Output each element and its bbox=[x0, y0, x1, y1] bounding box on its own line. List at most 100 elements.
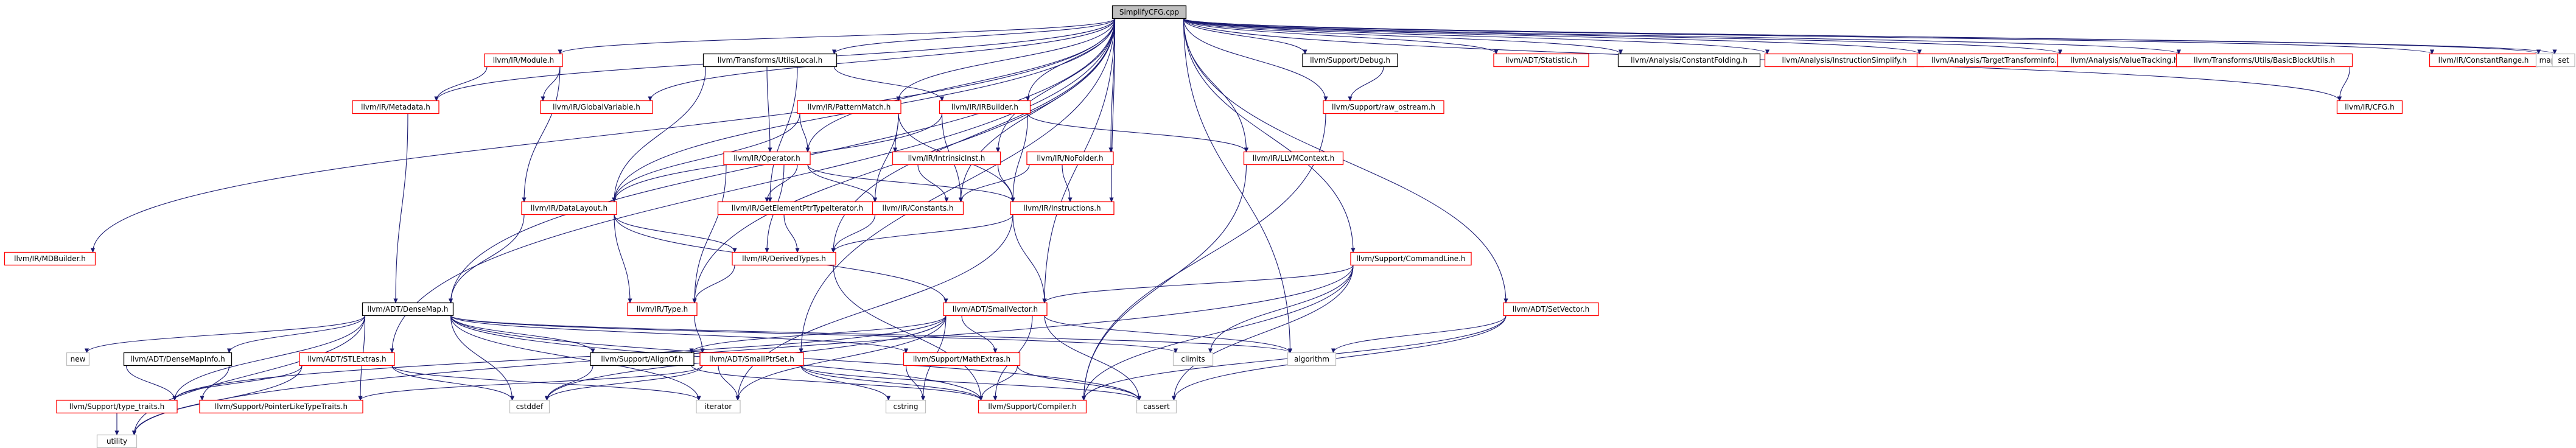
edge-local-to-operator bbox=[766, 66, 770, 152]
edge-densemap-to-algorithm bbox=[450, 315, 1290, 353]
node-label: llvm/IR/Instructions.h bbox=[1023, 204, 1101, 212]
node-alignof[interactable]: llvm/Support/AlignOf.h bbox=[590, 352, 695, 366]
node-gep[interactable]: llvm/IR/GetElementPtrTypeIterator.h bbox=[717, 201, 878, 215]
edge-smallptrset-to-ptrlike bbox=[360, 365, 703, 401]
node-label: cstddef bbox=[516, 402, 544, 411]
edge-derived-to-compiler bbox=[833, 265, 981, 401]
node-constrange[interactable]: llvm/IR/ConstantRange.h bbox=[2429, 53, 2538, 68]
node-rawos[interactable]: llvm/Support/raw_ostream.h bbox=[1323, 100, 1444, 114]
node-box bbox=[702, 53, 838, 68]
node-md[interactable]: llvm/IR/MDBuilder.h bbox=[4, 251, 96, 266]
node-box bbox=[732, 251, 836, 266]
node-iterator[interactable]: iterator bbox=[696, 399, 741, 414]
node-cfg[interactable]: llvm/IR/CFG.h bbox=[2336, 100, 2403, 114]
node-stlextras[interactable]: llvm/ADT/STLExtras.h bbox=[299, 352, 395, 366]
edge-root-to-bbutils bbox=[1183, 18, 2179, 54]
node-densemapinfo[interactable]: llvm/ADT/DenseMapInfo.h bbox=[123, 352, 233, 366]
node-cstring[interactable]: cstring bbox=[885, 399, 926, 414]
node-nofolder[interactable]: llvm/IR/NoFolder.h bbox=[1026, 151, 1114, 166]
edge-smallvector-to-mathextras bbox=[961, 315, 995, 353]
edge-root-to-statistic bbox=[1183, 18, 1497, 54]
node-type[interactable]: llvm/IR/Type.h bbox=[627, 302, 698, 317]
node-box bbox=[352, 100, 439, 114]
edge-stlextras-to-iterator bbox=[391, 365, 699, 401]
node-constants[interactable]: llvm/IR/Constants.h bbox=[872, 201, 964, 215]
node-metadata[interactable]: llvm/IR/Metadata.h bbox=[352, 100, 439, 114]
node-cstddef[interactable]: cstddef bbox=[509, 399, 550, 414]
node-label: llvm/ADT/STLExtras.h bbox=[307, 355, 386, 363]
node-constfold[interactable]: llvm/Analysis/ConstantFolding.h bbox=[1617, 53, 1761, 68]
node-cmdline[interactable]: llvm/Support/CommandLine.h bbox=[1350, 251, 1472, 266]
edge-root-to-module bbox=[560, 18, 1116, 54]
node-box bbox=[1503, 302, 1599, 317]
edge-root-to-llvmctx bbox=[1183, 18, 1247, 152]
edge-densemap-to-densemapinfo bbox=[229, 315, 366, 353]
node-new[interactable]: new bbox=[66, 352, 90, 366]
edge-layer bbox=[87, 18, 2555, 435]
node-box bbox=[892, 151, 1001, 166]
edge-mathextras-to-cstring bbox=[905, 365, 923, 401]
node-operator[interactable]: llvm/IR/Operator.h bbox=[723, 151, 811, 166]
node-smallptrset[interactable]: llvm/ADT/SmallPtrSet.h bbox=[699, 352, 804, 366]
edge-alignof-to-compiler bbox=[691, 365, 981, 401]
node-label: llvm/ADT/SmallPtrSet.h bbox=[709, 355, 794, 363]
edge-cmdline-to-climits bbox=[1211, 265, 1354, 353]
edge-operator-to-instructions bbox=[807, 164, 1013, 202]
edge-intrinsicinst-to-constants bbox=[917, 164, 947, 202]
node-set[interactable]: set bbox=[2552, 53, 2575, 68]
node-instsimp[interactable]: llvm/Analysis/InstructionSimplify.h bbox=[1764, 53, 1925, 68]
node-typetraits[interactable]: llvm/Support/type_traits.h bbox=[56, 399, 178, 414]
node-llvmctx[interactable]: llvm/IR/LLVMContext.h bbox=[1243, 151, 1344, 166]
node-irbuilder[interactable]: llvm/IR/IRBuilder.h bbox=[939, 100, 1031, 114]
node-derived[interactable]: llvm/IR/DerivedTypes.h bbox=[732, 251, 836, 266]
node-setvector[interactable]: llvm/ADT/SetVector.h bbox=[1503, 302, 1599, 317]
node-valtrack[interactable]: llvm/Analysis/ValueTracking.h bbox=[2057, 53, 2192, 68]
node-globalvar[interactable]: llvm/IR/GlobalVariable.h bbox=[540, 100, 653, 114]
node-box bbox=[66, 352, 90, 366]
node-statistic[interactable]: llvm/ADT/Statistic.h bbox=[1493, 53, 1589, 68]
edge-debug-to-rawos bbox=[1350, 66, 1384, 101]
edge-module-to-datalayout bbox=[524, 66, 561, 202]
edge-module-to-globalvar bbox=[543, 66, 561, 101]
node-utility[interactable]: utility bbox=[96, 434, 138, 448]
node-densemap[interactable]: llvm/ADT/DenseMap.h bbox=[362, 302, 454, 317]
node-bbutils[interactable]: llvm/Transforms/Utils/BasicBlockUtils.h bbox=[2175, 53, 2353, 68]
node-box bbox=[299, 352, 395, 366]
node-label: llvm/IR/DerivedTypes.h bbox=[742, 254, 826, 263]
node-label: set bbox=[2558, 56, 2569, 65]
edge-root-to-cfg bbox=[1183, 18, 2340, 101]
node-debug[interactable]: llvm/Support/Debug.h bbox=[1302, 53, 1398, 68]
node-label: llvm/Analysis/ConstantFolding.h bbox=[1631, 56, 1748, 65]
edge-densemap-to-cstddef bbox=[450, 315, 513, 401]
node-label: llvm/Support/Debug.h bbox=[1310, 56, 1390, 65]
node-intrinsicinst[interactable]: llvm/IR/IntrinsicInst.h bbox=[892, 151, 1001, 166]
node-algorithm[interactable]: algorithm bbox=[1287, 352, 1337, 366]
node-instructions[interactable]: llvm/IR/Instructions.h bbox=[1010, 201, 1115, 215]
node-cassert[interactable]: cassert bbox=[1136, 399, 1177, 414]
edge-stlextras-to-typetraits bbox=[175, 365, 303, 401]
node-ptrlike[interactable]: llvm/Support/PointerLikeTypeTraits.h bbox=[199, 399, 363, 414]
node-climits[interactable]: climits bbox=[1172, 352, 1214, 366]
node-box bbox=[978, 399, 1087, 414]
node-compiler[interactable]: llvm/Support/Compiler.h bbox=[978, 399, 1087, 414]
node-label: iterator bbox=[705, 402, 732, 411]
node-module[interactable]: llvm/IR/Module.h bbox=[484, 53, 563, 68]
node-label: llvm/IR/Operator.h bbox=[733, 154, 800, 163]
edge-root-to-intrinsicinst bbox=[998, 18, 1116, 152]
node-box bbox=[1617, 53, 1761, 68]
edge-densemapinfo-to-typetraits bbox=[125, 365, 175, 401]
edge-intrinsicinst-to-instructions bbox=[997, 164, 1013, 202]
edge-root-to-operator bbox=[808, 18, 1116, 152]
node-tti[interactable]: llvm/Analysis/TargetTransformInfo.h bbox=[1916, 53, 2077, 68]
node-smallvector[interactable]: llvm/ADT/SmallVector.h bbox=[943, 302, 1048, 317]
node-box bbox=[2336, 100, 2403, 114]
node-local[interactable]: llvm/Transforms/Utils/Local.h bbox=[702, 53, 838, 68]
edge-smallvector-to-algorithm bbox=[1044, 315, 1290, 353]
node-patternmatch[interactable]: llvm/IR/PatternMatch.h bbox=[797, 100, 901, 114]
node-box bbox=[1111, 5, 1187, 19]
node-label: llvm/ADT/DenseMap.h bbox=[368, 305, 449, 313]
node-datalayout[interactable]: llvm/IR/DataLayout.h bbox=[521, 201, 617, 215]
edge-rawos-to-compiler bbox=[1084, 113, 1326, 401]
node-mathextras[interactable]: llvm/Support/MathExtras.h bbox=[903, 352, 1021, 366]
node-root[interactable]: SimplifyCFG.cpp bbox=[1111, 5, 1187, 19]
